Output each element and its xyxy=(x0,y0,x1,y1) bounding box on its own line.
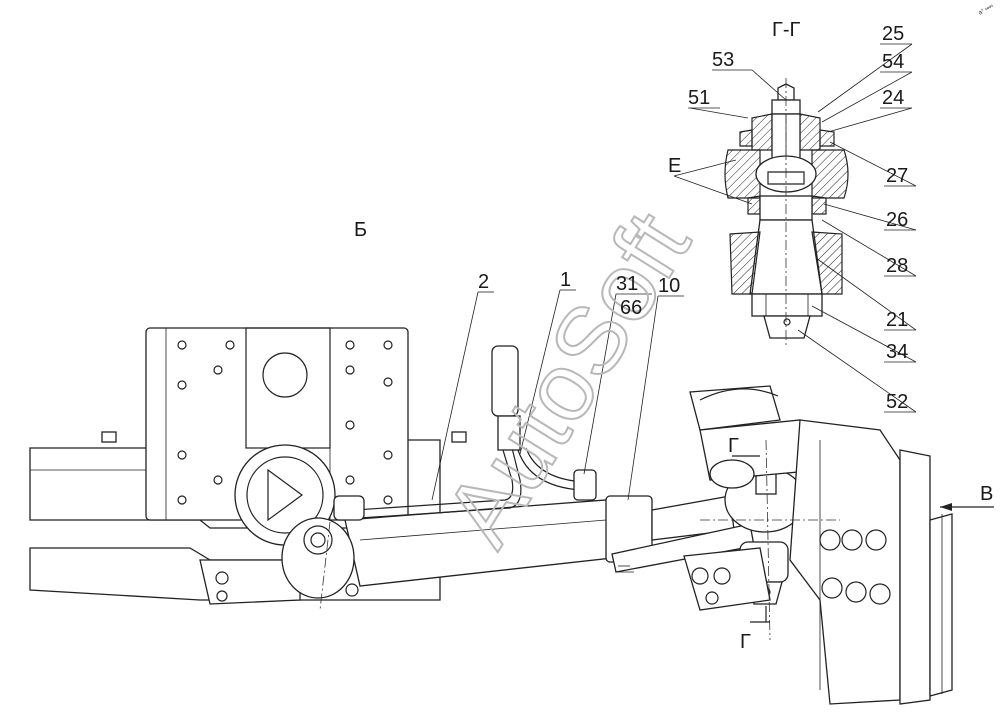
callout-10: 10 xyxy=(658,275,680,297)
callout-66: 66 xyxy=(620,297,642,319)
callout-2: 2 xyxy=(478,271,489,293)
callout-1: 1 xyxy=(560,269,571,291)
callout-21: 21 xyxy=(886,309,908,331)
section-title: Г-Г xyxy=(772,19,800,41)
callout-24: 24 xyxy=(882,87,904,109)
callout-52: 52 xyxy=(886,391,908,413)
detail-e-label: Е xyxy=(668,155,681,177)
callout-26: 26 xyxy=(886,209,908,231)
callout-27: 27 xyxy=(886,165,908,187)
main-assembly xyxy=(29,289,994,705)
callout-53: 53 xyxy=(712,49,734,71)
callout-25: 25 xyxy=(882,23,904,45)
view-b-label: Б xyxy=(354,219,367,241)
callout-31: 31 xyxy=(616,273,638,295)
corner-mark: a° ∞∞ xyxy=(978,3,995,16)
callout-34: 34 xyxy=(886,341,908,363)
cut-right-label: Г xyxy=(740,631,751,653)
view-v-label: В xyxy=(980,483,993,505)
callout-51: 51 xyxy=(688,87,710,109)
callout-28: 28 xyxy=(886,255,908,277)
cut-left-label: Г xyxy=(728,435,739,457)
callout-54: 54 xyxy=(882,51,904,73)
section-view xyxy=(673,43,917,413)
